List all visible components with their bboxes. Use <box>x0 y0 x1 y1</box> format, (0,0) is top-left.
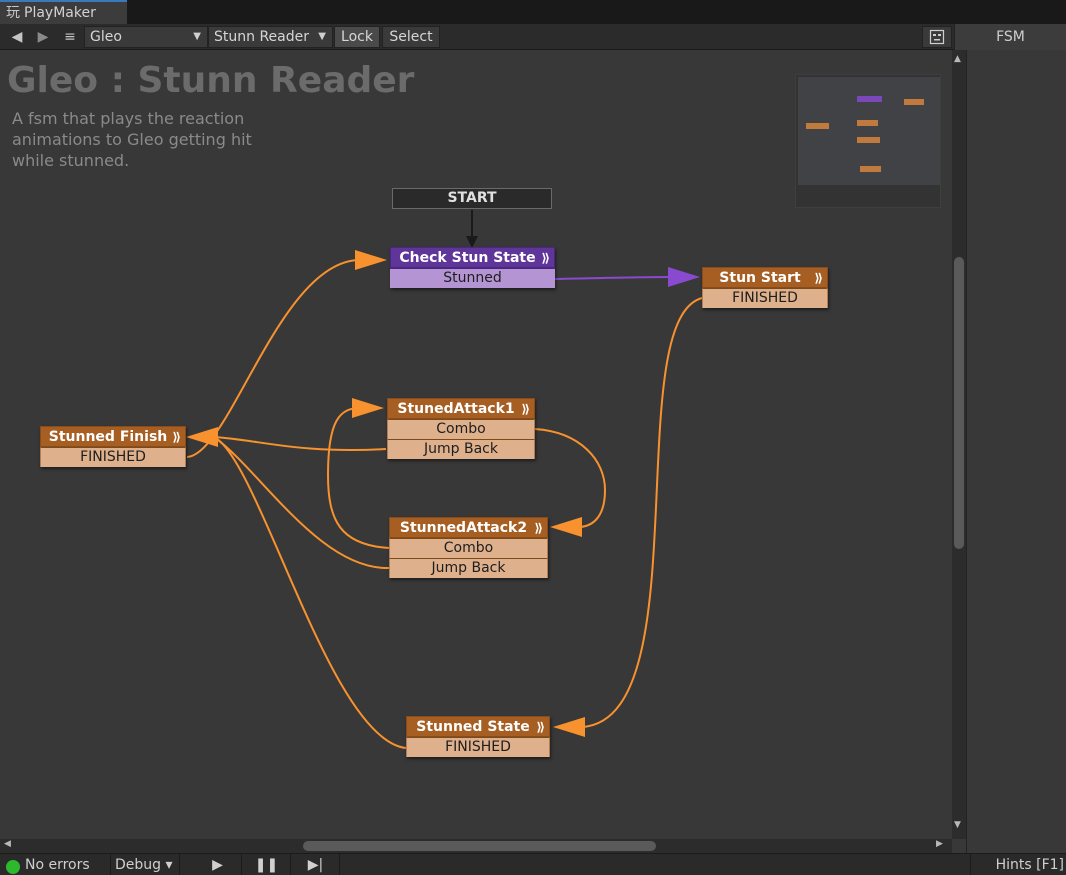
state-action-icon: ⟫ <box>521 402 530 416</box>
transition-links <box>186 210 703 749</box>
event-stunned[interactable]: Stunned <box>390 268 555 288</box>
horizontal-scrollbar[interactable]: ◀ ▶ <box>0 839 952 853</box>
attack2-combo-link <box>326 407 390 549</box>
state-stunned-state[interactable]: Stunned State ⟫ FINISHED <box>406 716 550 757</box>
gameobject-dropdown[interactable]: Gleo ▼ <box>84 26 208 48</box>
state-name: StunedAttack1 <box>397 401 515 417</box>
forward-arrow-icon[interactable]: ▶ <box>37 29 49 45</box>
gameobject-label: Gleo <box>90 29 122 45</box>
state-title[interactable]: Stunned Finish ⟫ <box>40 426 186 447</box>
state-check-stun-state[interactable]: Check Stun State ⟫ Stunned <box>390 247 555 288</box>
event-finished[interactable]: FINISHED <box>702 288 828 308</box>
status-text[interactable]: No errors <box>25 857 90 873</box>
fsm-label: Stunn Reader <box>214 29 309 45</box>
event-finished[interactable]: FINISHED <box>40 447 186 467</box>
attack2-arrow <box>550 517 582 537</box>
attack1-jumpback-link <box>213 436 387 452</box>
playmaker-icon: 玩 <box>6 5 20 21</box>
state-action-icon: ⟫ <box>172 430 181 444</box>
back-arrow-icon[interactable]: ◀ <box>11 29 23 45</box>
fsm-dropdown[interactable]: Stunn Reader ▼ <box>208 26 333 48</box>
stunned-finish-finished-link <box>186 259 361 458</box>
status-bar: No errors Debug ▾ ▶ ❚❚ ▶| Hints [F1] <box>0 853 1066 875</box>
stunned-state-arrow <box>553 717 585 737</box>
minimap-toggle-icon <box>929 29 945 45</box>
chevron-down-icon: ▾ <box>165 857 173 873</box>
minimap-toggle-button[interactable] <box>922 26 952 48</box>
state-title[interactable]: StunnedAttack2 ⟫ <box>389 517 548 538</box>
chevron-down-icon: ▼ <box>318 31 326 42</box>
state-action-icon: ⟫ <box>534 521 543 535</box>
state-action-icon: ⟫ <box>536 720 545 734</box>
vertical-scroll-thumb[interactable] <box>954 257 964 549</box>
minimap-node <box>857 137 880 143</box>
fsm-toolbar: ◀ ▶ ≡ Gleo ▼ Stunn Reader ▼ Lock Select <box>0 24 1066 50</box>
vertical-scrollbar[interactable]: ▲ ▼ <box>952 50 966 839</box>
scroll-up-icon[interactable]: ▲ <box>954 54 961 64</box>
state-stunedattack1[interactable]: StunedAttack1 ⟫ Combo Jump Back <box>387 398 535 459</box>
state-stunnedattack2[interactable]: StunnedAttack2 ⟫ Combo Jump Back <box>389 517 548 578</box>
stunned-transition-link <box>554 276 673 280</box>
pause-button[interactable]: ❚❚ <box>243 854 291 875</box>
debug-dropdown[interactable]: Debug ▾ <box>110 854 180 875</box>
menu-icon[interactable]: ≡ <box>64 29 76 45</box>
minimap-node <box>857 120 878 126</box>
attack1-arrow <box>352 398 384 418</box>
play-button[interactable]: ▶ <box>194 854 242 875</box>
state-name: Check Stun State <box>399 250 536 266</box>
fsm-graph-canvas[interactable]: Gleo : Stunn Reader A fsm that plays the… <box>0 50 952 839</box>
check-stun-state-arrow <box>355 250 387 270</box>
attack1-combo-link <box>534 428 607 528</box>
event-jump-back[interactable]: Jump Back <box>389 558 548 578</box>
status-ok-icon <box>6 860 20 874</box>
event-finished[interactable]: FINISHED <box>406 737 550 757</box>
state-title[interactable]: Stun Start ⟫ <box>702 267 828 288</box>
minimap-node <box>904 99 924 105</box>
stunned-transition-arrow <box>668 267 700 287</box>
select-button[interactable]: Select <box>382 26 440 48</box>
state-name: Stunned State <box>416 719 530 735</box>
step-button[interactable]: ▶| <box>292 854 340 875</box>
minimap-node <box>860 166 881 172</box>
state-stun-start[interactable]: Stun Start ⟫ FINISHED <box>702 267 828 308</box>
event-jump-back[interactable]: Jump Back <box>387 439 535 459</box>
state-action-icon: ⟫ <box>814 271 823 285</box>
debug-label: Debug <box>115 857 162 873</box>
fsm-inspector-panel <box>966 50 1066 853</box>
tab-title: PlayMaker <box>24 5 96 21</box>
scroll-left-icon[interactable]: ◀ <box>4 839 11 849</box>
horizontal-scroll-thumb[interactable] <box>303 841 656 851</box>
stunned-finish-arrow <box>186 427 218 447</box>
fsm-title: Gleo : Stunn Reader <box>7 60 415 101</box>
event-combo[interactable]: Combo <box>387 419 535 439</box>
state-name: Stunned Finish <box>48 429 168 445</box>
chevron-down-icon: ▼ <box>193 31 201 42</box>
state-title[interactable]: Stunned State ⟫ <box>406 716 550 737</box>
hints-button[interactable]: Hints [F1] <box>970 854 1066 875</box>
minimap-view <box>798 77 940 185</box>
minimap-node <box>806 123 829 129</box>
scroll-right-icon[interactable]: ▶ <box>936 839 943 849</box>
lock-button[interactable]: Lock <box>334 26 380 48</box>
start-link-arrow <box>466 236 478 248</box>
stunned-state-finished-link <box>213 436 407 749</box>
fsm-description: A fsm that plays the reaction animations… <box>12 109 252 170</box>
state-title[interactable]: StunedAttack1 ⟫ <box>387 398 535 419</box>
start-node[interactable]: START <box>392 188 552 209</box>
state-name: StunnedAttack2 <box>399 520 528 536</box>
state-stunned-finish[interactable]: Stunned Finish ⟫ FINISHED <box>40 426 186 467</box>
attack2-jumpback-link <box>213 436 390 570</box>
state-name: Stun Start <box>719 270 801 286</box>
stun-start-finished-link <box>581 297 703 728</box>
scroll-down-icon[interactable]: ▼ <box>954 820 961 830</box>
fsm-inspector-tab[interactable]: FSM <box>954 24 1066 50</box>
state-title[interactable]: Check Stun State ⟫ <box>390 247 555 268</box>
event-combo[interactable]: Combo <box>389 538 548 558</box>
graph-minimap[interactable] <box>795 74 941 208</box>
state-action-icon: ⟫ <box>541 251 550 265</box>
minimap-node <box>857 96 882 102</box>
